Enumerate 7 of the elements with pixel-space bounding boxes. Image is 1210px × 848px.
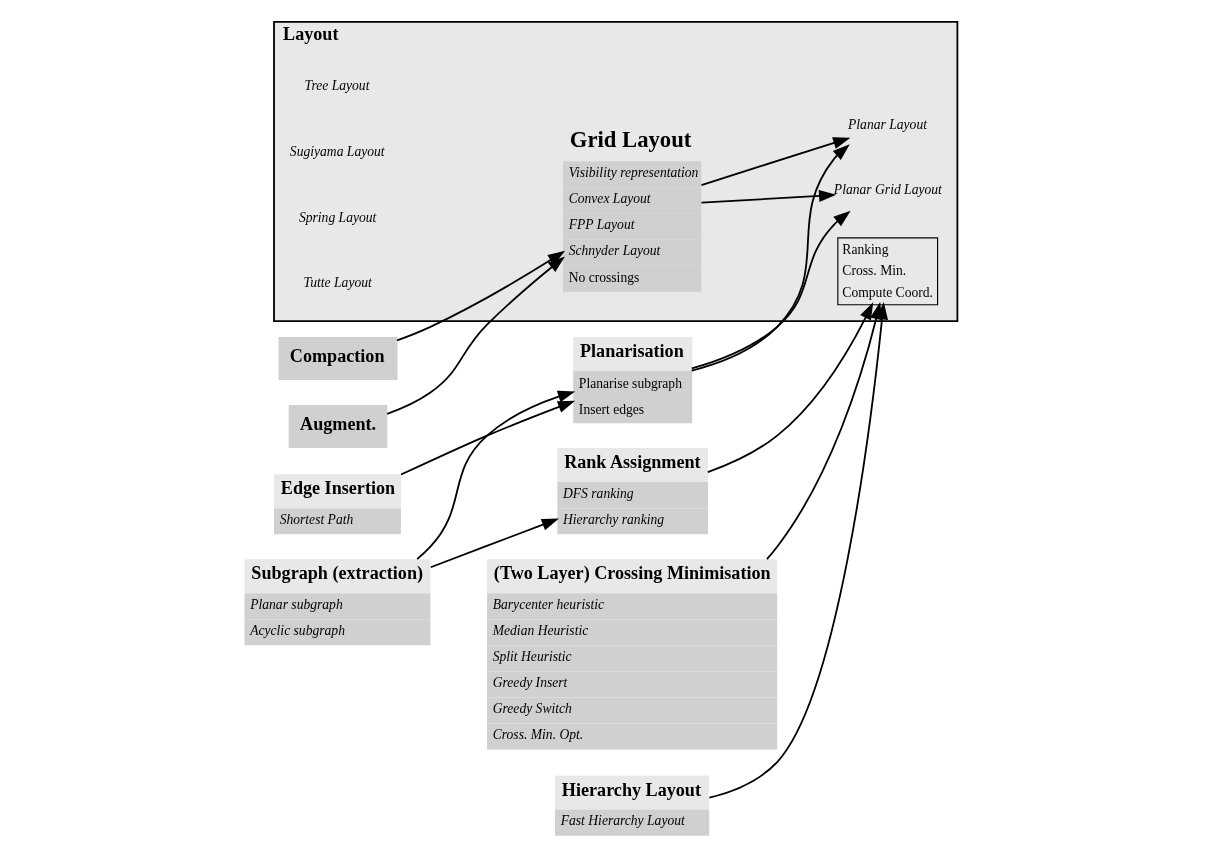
node-text: Planar Grid Layout <box>833 182 942 198</box>
node-label: Grid Layout <box>569 126 691 152</box>
node-text: Sugiyama Layout <box>289 143 385 159</box>
node-text: Tree Layout <box>304 78 369 94</box>
node-text: Planar Layout <box>847 116 927 132</box>
node-text: Spring Layout <box>298 209 376 225</box>
node-text: Tutte Layout <box>302 275 372 291</box>
